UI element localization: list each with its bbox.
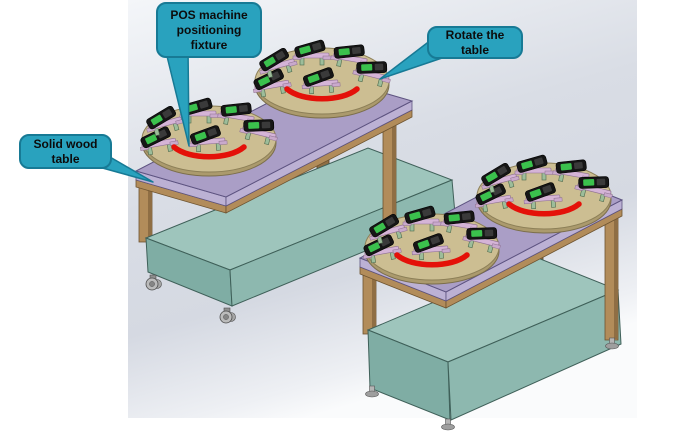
storage-bin xyxy=(366,257,622,421)
leveling-foot xyxy=(441,418,455,431)
workbench-right xyxy=(360,154,624,431)
callout-pos-fixture: POS machine positioning fixture xyxy=(156,2,262,58)
callout-solid-wood-table: Solid wood table xyxy=(19,134,112,169)
storage-bin xyxy=(144,147,456,307)
callout-solid-wood-table-label: Solid wood table xyxy=(33,136,98,166)
callout-rotate-table-label: Rotate the table xyxy=(445,27,505,57)
table-leg xyxy=(604,207,619,341)
callout-rotate-table: Rotate the table xyxy=(427,26,523,59)
callout-pos-fixture-label: POS machine positioning fixture xyxy=(170,7,248,52)
workbench-left xyxy=(136,39,461,324)
